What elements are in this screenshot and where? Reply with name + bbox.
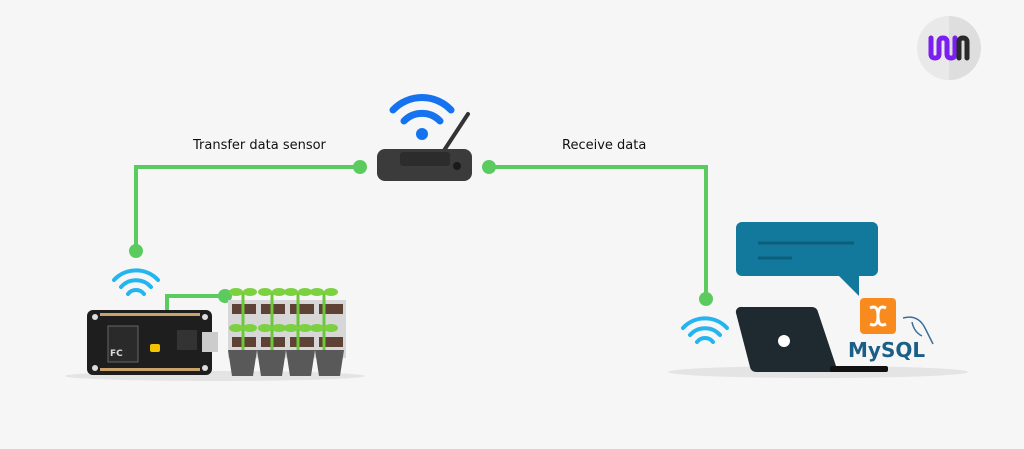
mysql-label: MySQL bbox=[848, 338, 925, 362]
plant-tray-icon bbox=[228, 288, 346, 376]
laptop-icon bbox=[735, 306, 888, 373]
xampp-icon bbox=[860, 298, 896, 334]
wifi-icon-sensor bbox=[112, 268, 160, 296]
wn-logo-icon bbox=[917, 16, 981, 80]
transfer-label: Transfer data sensor bbox=[192, 138, 327, 153]
esp8266-nodemcu-board-icon: FC bbox=[87, 310, 218, 375]
wifi-icon-laptop bbox=[681, 316, 729, 344]
speech-bubble-icon bbox=[736, 222, 878, 296]
receive-label: Receive data bbox=[562, 138, 646, 153]
mysql-logo: MySQL bbox=[848, 316, 934, 362]
connection-dots bbox=[129, 160, 713, 306]
wifi-icon bbox=[389, 94, 455, 125]
svg-text:FC: FC bbox=[110, 349, 123, 359]
wifi-router-icon bbox=[377, 94, 472, 181]
mysql-dolphin-icon bbox=[902, 316, 934, 345]
